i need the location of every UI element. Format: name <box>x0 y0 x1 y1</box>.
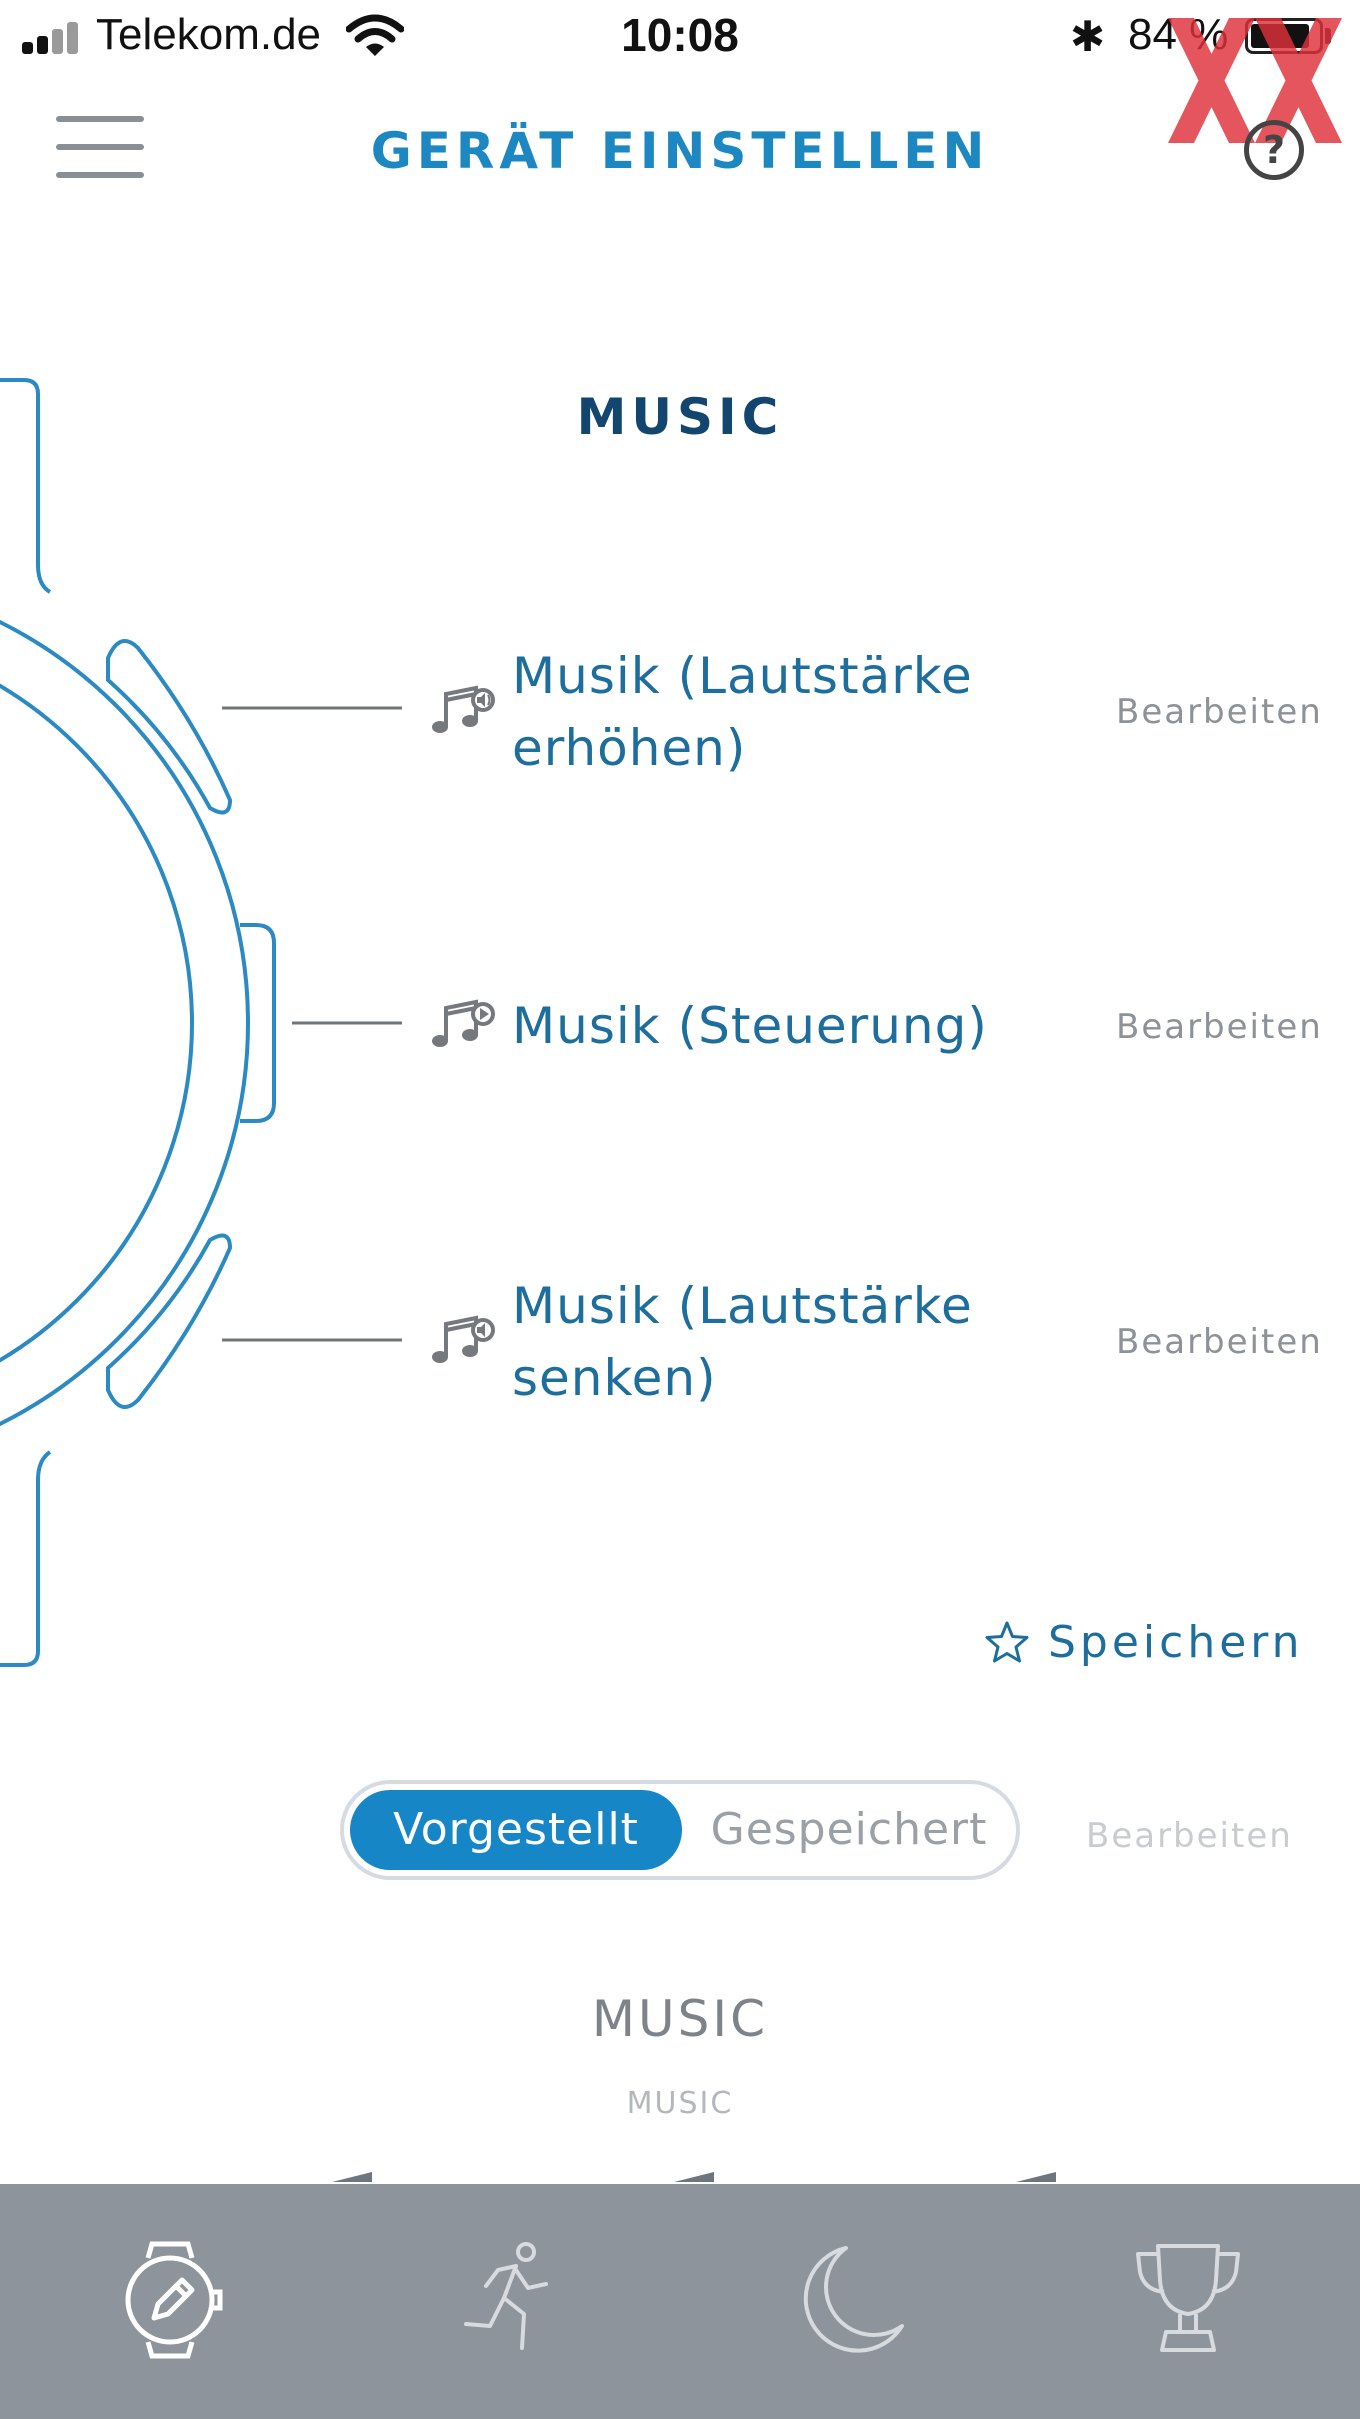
star-icon <box>985 1621 1029 1663</box>
carousel-indicator <box>332 2172 372 2182</box>
wifi-icon <box>346 14 404 56</box>
watch-illustration <box>0 378 276 1667</box>
button-bottom-label-line1: Musik (Lautstärke <box>512 1277 973 1335</box>
button-top-label-line1: Musik (Lautstärke <box>512 647 973 705</box>
trophy-icon <box>1136 2244 1240 2352</box>
music-control-icon <box>432 999 495 1047</box>
tab-sleep[interactable] <box>792 2240 912 2360</box>
preset-subtitle: MUSIC <box>626 2086 734 2121</box>
moon-icon <box>803 2246 904 2353</box>
bottom-tab-bar <box>0 2184 1360 2419</box>
menu-button[interactable] <box>56 116 146 182</box>
preset-title[interactable]: MUSIC <box>591 1990 769 2048</box>
tab-achievements[interactable] <box>1128 2240 1248 2360</box>
button-middle-label: Musik (Steuerung) <box>512 990 1032 1062</box>
tab-device-settings[interactable] <box>110 2240 230 2360</box>
segment-gespeichert[interactable]: Gespeichert <box>710 1804 988 1855</box>
watch-edit-icon <box>125 2241 223 2359</box>
xx-watermark-logo <box>1168 18 1342 143</box>
music-volume-down-icon <box>432 1315 495 1363</box>
running-icon <box>464 2242 548 2350</box>
carrier-name: Telekom.de <box>96 10 322 59</box>
help-button[interactable]: ? <box>1244 120 1304 180</box>
connector-lines <box>222 706 402 1342</box>
music-volume-up-icon <box>432 685 495 733</box>
status-time: 10:08 <box>621 9 739 61</box>
edit-button-bottom[interactable]: Bearbeiten <box>1116 1322 1323 1362</box>
carousel-indicator <box>674 2172 714 2182</box>
button-top-label-line2: erhöhen) <box>512 719 747 777</box>
save-button[interactable]: Speichern <box>984 1612 1304 1672</box>
bluetooth-icon: ✱ <box>1070 13 1106 60</box>
button-bottom-label: Musik (Lautstärke senken) <box>512 1270 1032 1414</box>
status-bar: Telekom.de 10:08 ✱ 84 % <box>0 0 1360 143</box>
button-bottom-label-line2: senken) <box>512 1349 717 1407</box>
signal-strength-icon <box>22 20 82 54</box>
tab-activity[interactable] <box>452 2240 572 2360</box>
section-title: MUSIC <box>576 388 784 446</box>
edit-button-middle[interactable]: Bearbeiten <box>1116 1007 1323 1047</box>
carousel-indicator <box>1016 2172 1056 2182</box>
button-middle-label-line1: Musik (Steuerung) <box>512 997 988 1055</box>
segment-vorgestellt[interactable]: Vorgestellt <box>350 1790 682 1870</box>
edit-button-top[interactable]: Bearbeiten <box>1116 692 1323 732</box>
button-top-label: Musik (Lautstärke erhöhen) <box>512 640 1032 784</box>
save-label: Speichern <box>1048 1616 1304 1668</box>
page-title: GERÄT EINSTELLEN <box>370 122 990 180</box>
preset-segmented-control: Vorgestellt Gespeichert <box>340 1780 1020 1880</box>
segment-edit-button[interactable]: Bearbeiten <box>1086 1816 1293 1856</box>
